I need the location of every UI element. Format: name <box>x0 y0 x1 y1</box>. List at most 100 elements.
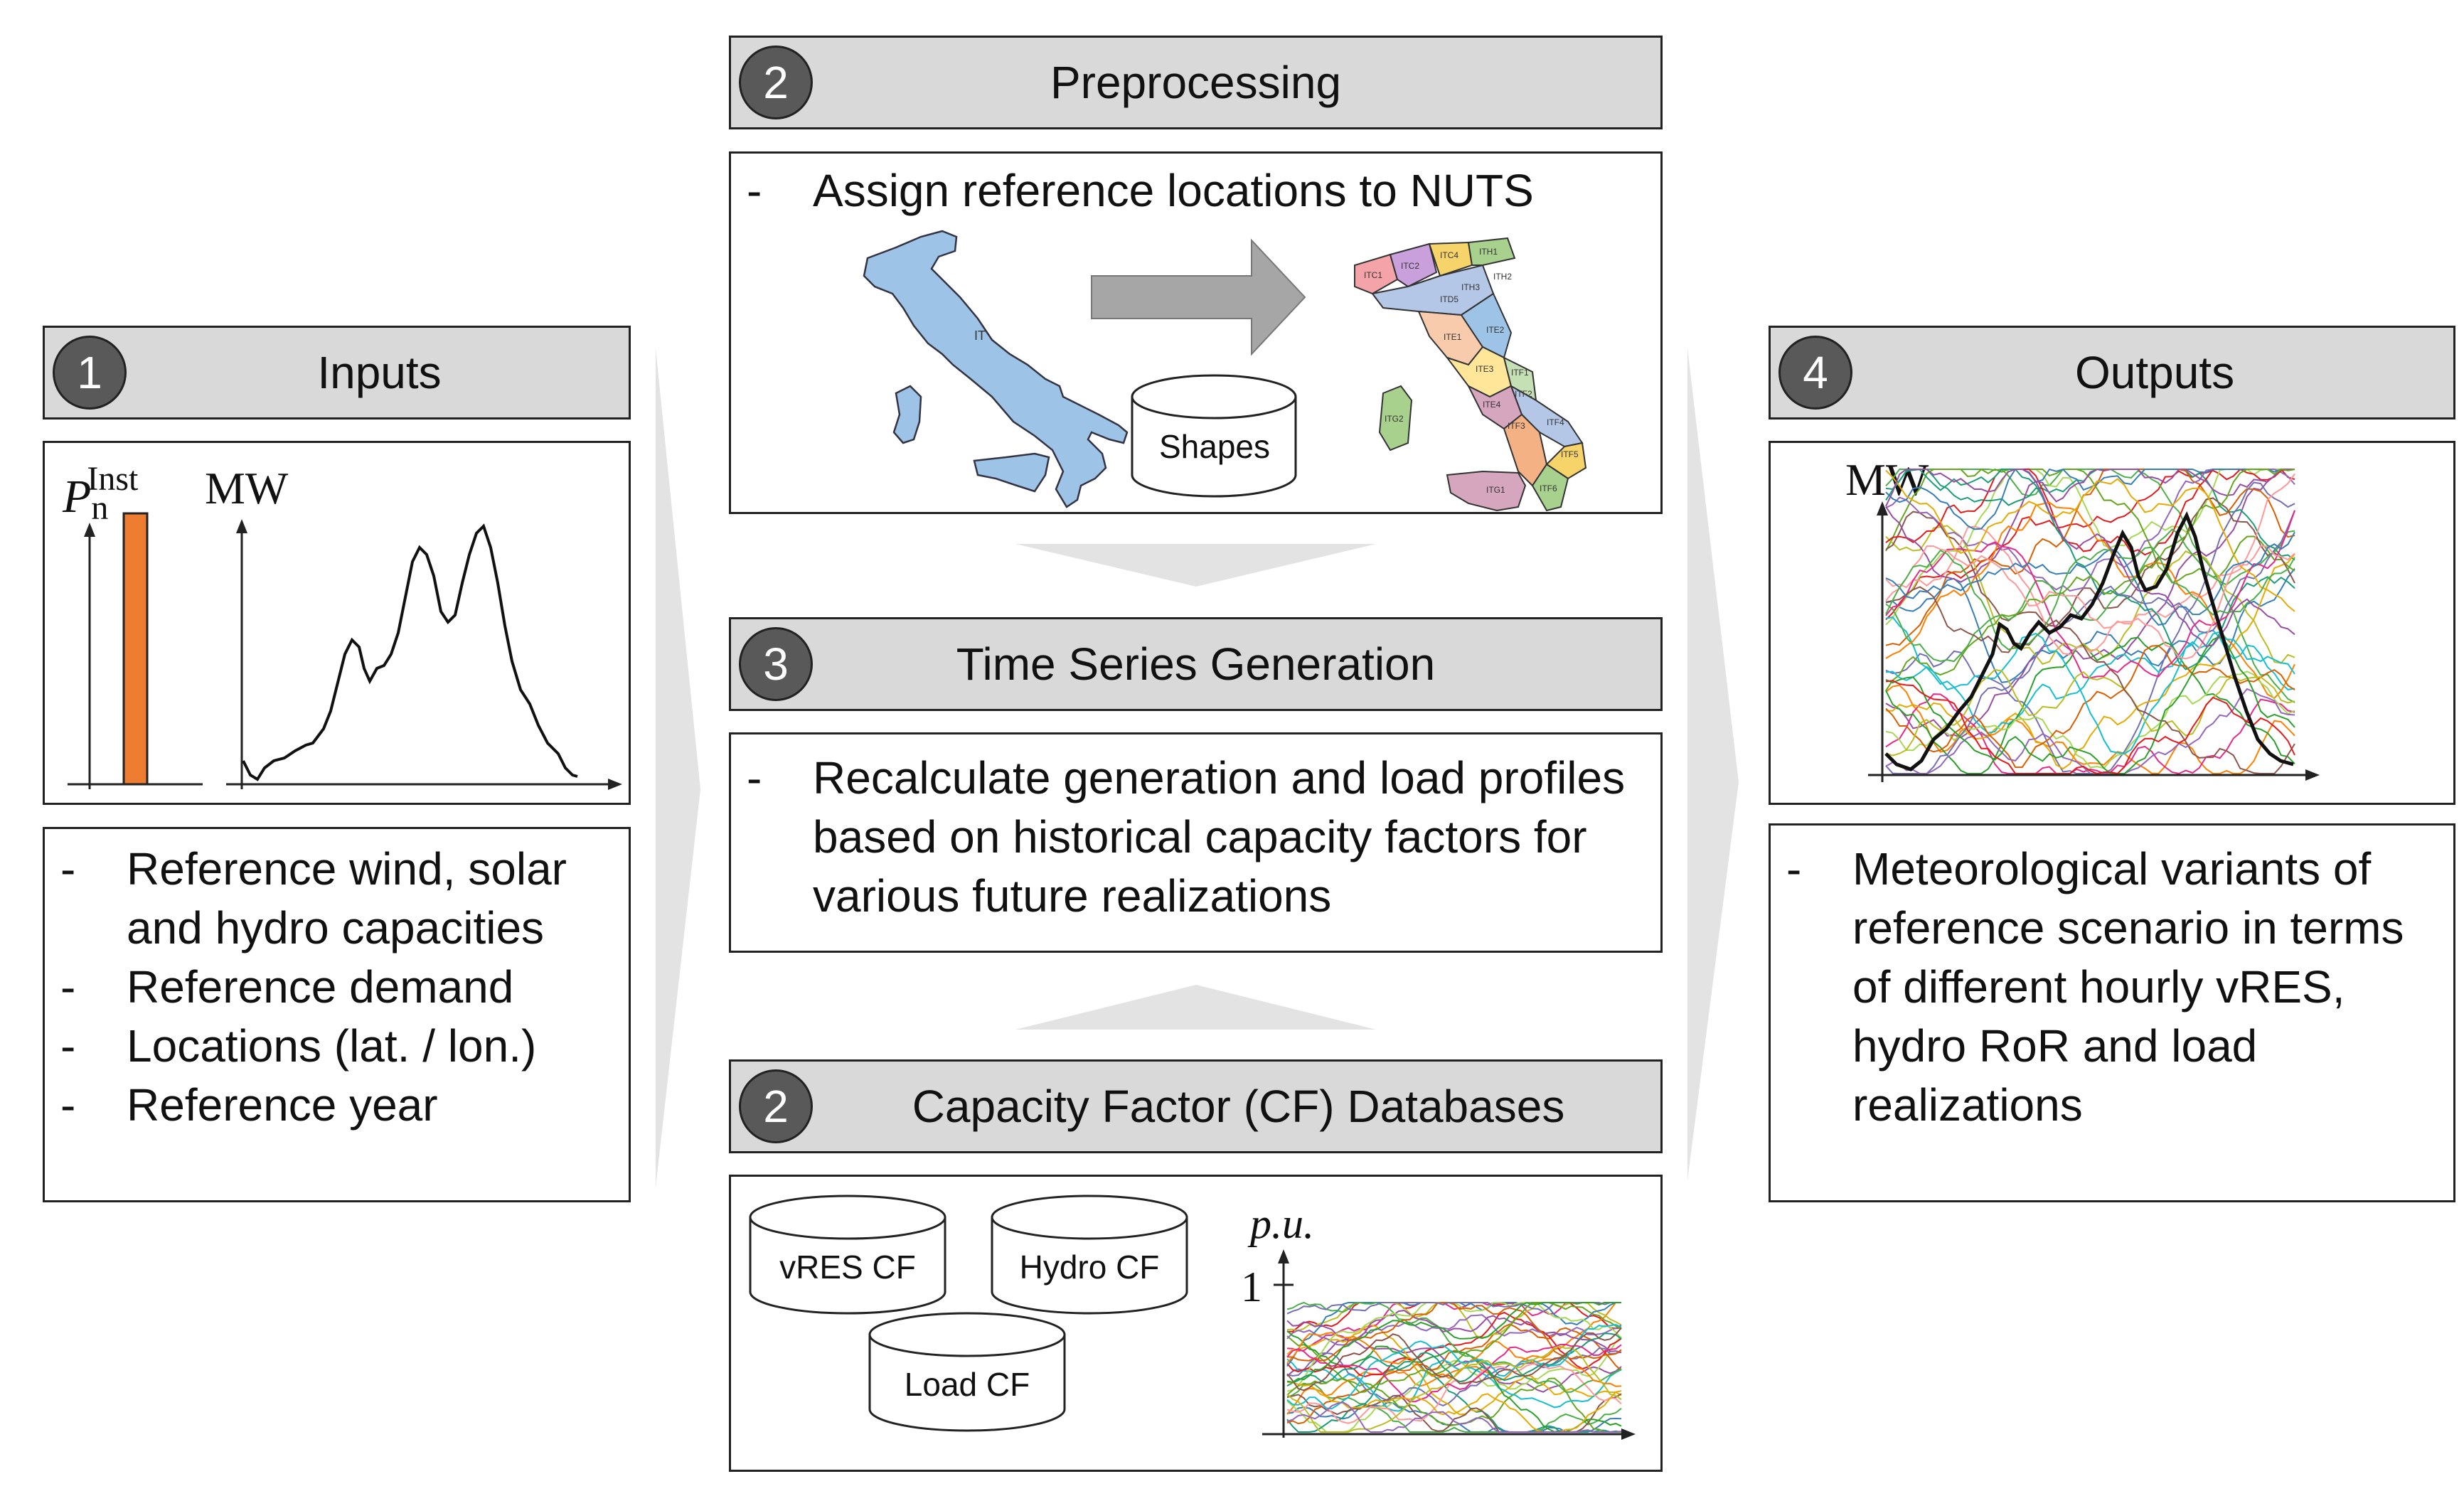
series-line <box>1885 636 2295 774</box>
region-label: ITF3 <box>1508 421 1525 431</box>
cf-databases-header: 2 Capacity Factor (CF) Databases <box>729 1059 1663 1153</box>
outputs-chart-axes <box>1868 501 2320 782</box>
series-line <box>1885 469 2295 561</box>
right-arrow-icon <box>1091 238 1306 356</box>
list-item: Recalculate generation and load profiles… <box>731 749 1632 926</box>
installed-capacity-label: PnInst <box>63 460 139 528</box>
series-line <box>1885 469 2295 621</box>
series-line <box>1885 531 2295 626</box>
series-line <box>1286 1302 1621 1384</box>
series-line <box>1286 1323 1622 1425</box>
series-line <box>1286 1401 1622 1433</box>
series-line <box>1286 1327 1622 1391</box>
series-line <box>1885 680 2295 775</box>
nuts-region-labels: ITC1 ITC2 ITC4 ITH1 ITH2 ITH3 ITD5 ITE1 … <box>1364 247 1579 495</box>
region-label: ITC1 <box>1364 270 1382 280</box>
map-country-label: IT <box>974 328 986 343</box>
series-line <box>1885 468 2295 584</box>
vres-cf-database-icon <box>749 1217 946 1315</box>
preprocessing-panel: Assign reference locations to NUTS IT Sh… <box>729 151 1663 514</box>
region-label: ITF5 <box>1561 449 1579 459</box>
series-line <box>1885 668 2295 757</box>
series-line <box>1885 468 2295 692</box>
series-line <box>1885 469 2295 612</box>
series-line <box>1885 510 2295 774</box>
preprocessing-title: Preprocessing <box>1050 57 1342 108</box>
list-item: Reference demand <box>45 958 629 1017</box>
region-label: ITE2 <box>1486 325 1505 335</box>
series-line <box>1885 631 2295 755</box>
region-label: ITF2 <box>1515 389 1532 399</box>
preprocessing-bullet-list: Assign reference locations to NUTS <box>731 165 1660 216</box>
region-label: ITG2 <box>1385 414 1404 424</box>
series-line <box>1885 468 2295 583</box>
list-item: Locations (lat. / lon.) <box>45 1017 629 1076</box>
inputs-header: 1 Inputs <box>43 326 631 420</box>
load-cf-database-icon <box>868 1335 1066 1432</box>
list-item: Reference wind, solar and hydro capaciti… <box>45 840 629 958</box>
series-line <box>1885 525 2295 666</box>
outputs-variant-lines <box>1885 468 2295 775</box>
timeseries-step-badge: 3 <box>739 627 813 701</box>
reference-profile-line <box>1884 511 2294 771</box>
series-line <box>1286 1301 1622 1393</box>
italy-map-reference: IT <box>863 230 1129 508</box>
cf-databases-title: Capacity Factor (CF) Databases <box>912 1081 1565 1132</box>
hydro-cf-database-icon <box>991 1217 1188 1315</box>
region-label: ITF6 <box>1540 483 1557 493</box>
series-line <box>1885 688 2295 774</box>
series-line <box>1885 644 2295 769</box>
region-label: ITF1 <box>1511 368 1529 378</box>
cf-chart-unit: p.u. <box>1250 1200 1314 1247</box>
region-label: ITE4 <box>1483 400 1501 410</box>
region-label: ITE1 <box>1444 332 1462 342</box>
vres-cf-label: vRES CF <box>779 1249 916 1286</box>
cf-time-series-lines <box>1286 1301 1622 1433</box>
series-line <box>1286 1324 1622 1416</box>
inputs-bullets-panel: Reference wind, solar and hydro capaciti… <box>43 827 631 1202</box>
inputs-chart-panel: PnInst MW <box>43 441 631 805</box>
series-line <box>1286 1323 1622 1410</box>
region-label: ITC2 <box>1401 261 1419 271</box>
series-line <box>1286 1383 1622 1433</box>
outputs-title: Outputs <box>2074 347 2235 398</box>
list-item: Meteorological variants of reference sce… <box>1771 840 2432 1135</box>
region-label: ITH2 <box>1493 272 1512 282</box>
cf-databases-step-badge: 2 <box>739 1069 813 1143</box>
shapes-database-label: Shapes <box>1158 428 1270 465</box>
inputs-chart-unit: MW <box>205 463 289 513</box>
series-line <box>1885 693 2295 775</box>
region-label: ITG1 <box>1486 485 1505 495</box>
outputs-chart-panel: MW <box>1769 441 2455 805</box>
timeseries-title: Time Series Generation <box>956 639 1436 690</box>
series-line <box>1286 1343 1622 1403</box>
hydro-cf-label: Hydro CF <box>1019 1249 1160 1286</box>
inputs-bullet-list: Reference wind, solar and hydro capaciti… <box>45 840 629 1135</box>
region-label: ITE3 <box>1476 364 1494 374</box>
timeseries-bullet-list: Recalculate generation and load profiles… <box>731 749 1632 926</box>
series-line <box>1885 469 2295 648</box>
region-label: ITD5 <box>1440 294 1458 304</box>
timeseries-header: 3 Time Series Generation <box>729 617 1663 711</box>
region-label: ITH1 <box>1479 247 1498 257</box>
region-label: ITH3 <box>1461 282 1480 292</box>
series-line <box>1885 469 2295 646</box>
shapes-database-icon <box>1131 374 1297 498</box>
cf-chart-axes <box>1262 1249 1636 1440</box>
series-line <box>1286 1363 1622 1424</box>
series-line <box>1286 1345 1622 1433</box>
italy-map-nuts <box>1354 237 1587 512</box>
series-line <box>1885 468 2295 530</box>
inputs-bar-chart <box>68 512 622 790</box>
series-line <box>1885 545 2295 660</box>
outputs-step-badge: 4 <box>1778 336 1852 410</box>
series-line <box>1885 473 2295 656</box>
timeseries-panel: Recalculate generation and load profiles… <box>729 732 1663 953</box>
series-line <box>1286 1310 1622 1354</box>
series-line <box>1286 1302 1622 1396</box>
series-line <box>1885 586 2295 774</box>
region-label: ITC4 <box>1440 250 1458 260</box>
preprocessing-header: 2 Preprocessing <box>729 36 1663 129</box>
